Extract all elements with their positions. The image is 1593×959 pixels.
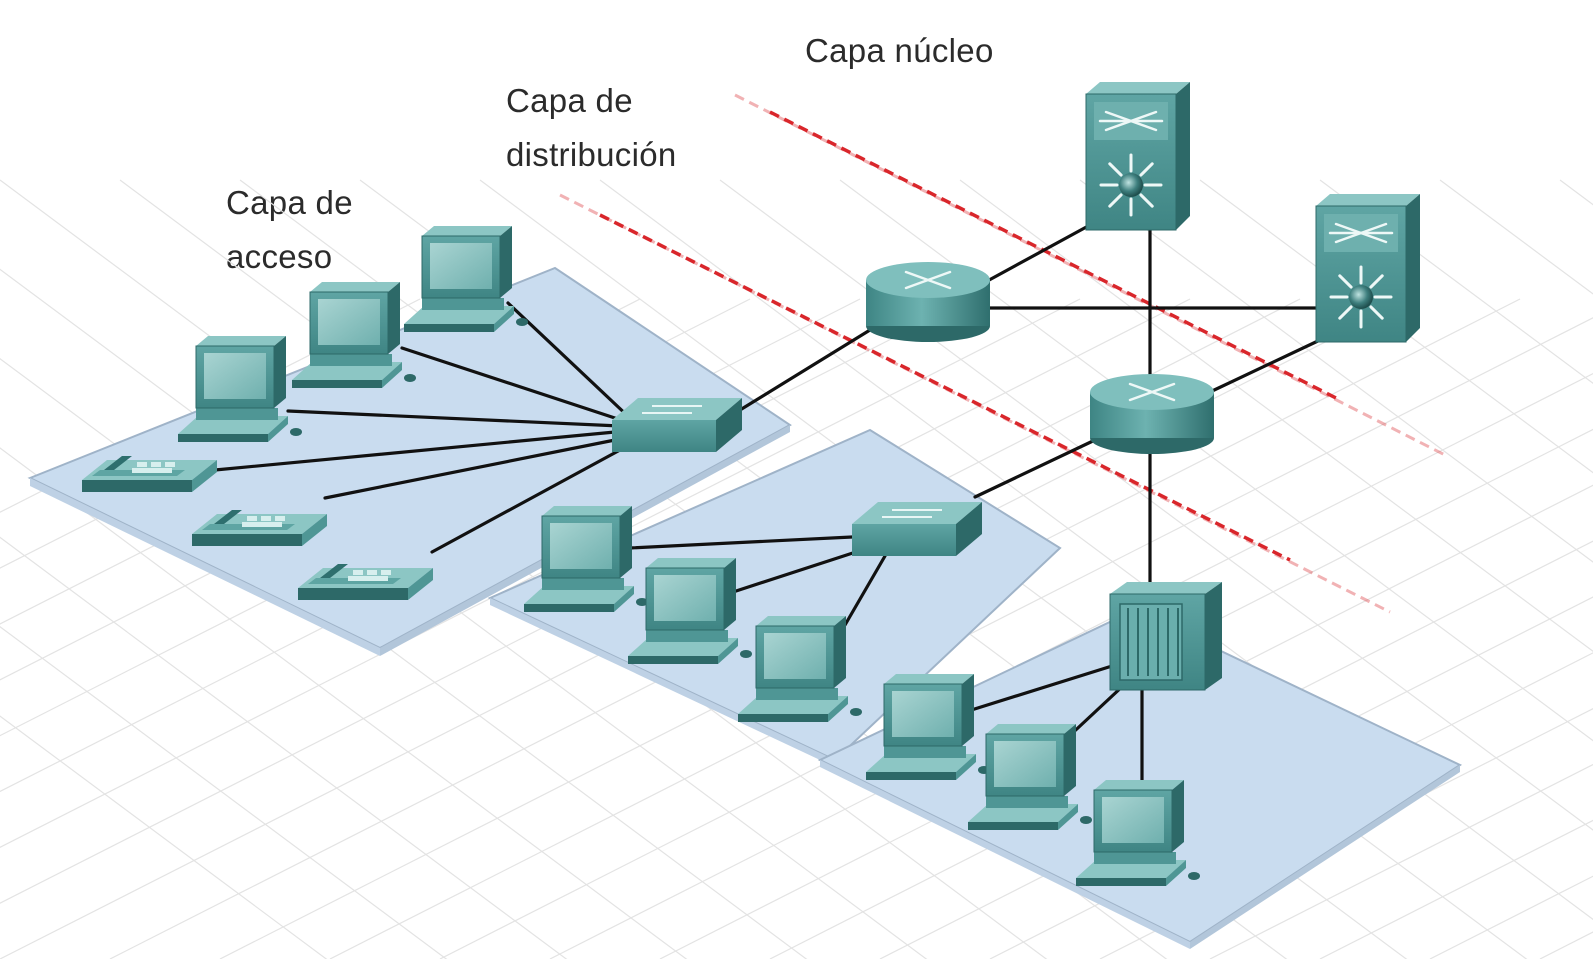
cable-phone2-switch1 [323,438,617,500]
workstation-8 [968,724,1092,830]
distribution-layer-label: Capa de distribución [506,82,677,173]
access-switch-2 [852,502,982,556]
distribution-layer-boundary [559,193,1391,614]
cable-coreswitch2-router2 [1208,338,1322,394]
access-hub [1109,582,1222,691]
workstation-9 [1076,780,1200,886]
distribution-router-2 [1090,374,1214,454]
workstation-3 [178,336,302,442]
ip-phone-2 [192,510,327,546]
workstation-7 [866,674,990,780]
cable-phone1-switch1 [213,430,617,472]
core-switch-1 [1085,82,1190,231]
cable-pc6-switch2 [843,554,887,627]
workstation-5 [628,558,752,664]
cable-pc4-switch2 [628,535,854,550]
cable-pc1-switch1 [506,301,634,422]
workstation-6 [738,616,862,722]
core-switch-2 [1315,194,1420,343]
workstation-2 [292,282,416,388]
cable-pc5-switch2 [731,548,864,594]
core-layer-label: Capa núcleo [805,32,994,69]
cable-pc3-switch1 [286,409,622,428]
access-switch-1 [612,398,742,452]
network-devices [82,82,1420,886]
core-layer-boundary [734,93,1446,457]
cable-pc7-hub [963,664,1114,714]
cable-coreswitch1-router1 [978,223,1092,287]
access-platform-3 [817,608,1463,949]
network-cables [213,223,1322,792]
distribution-router-1 [866,262,990,342]
ip-phone-3 [298,564,433,600]
access-layer-label: Capa de acceso [226,184,353,275]
cable-router1-accessswitch1 [738,328,872,412]
ip-phone-1 [82,456,217,492]
workstation-4 [524,506,648,612]
cable-router2-accessswitch2 [973,438,1097,499]
cable-phone3-switch1 [430,448,622,554]
workstation-1 [404,226,528,332]
cable-pc2-switch1 [400,346,629,424]
